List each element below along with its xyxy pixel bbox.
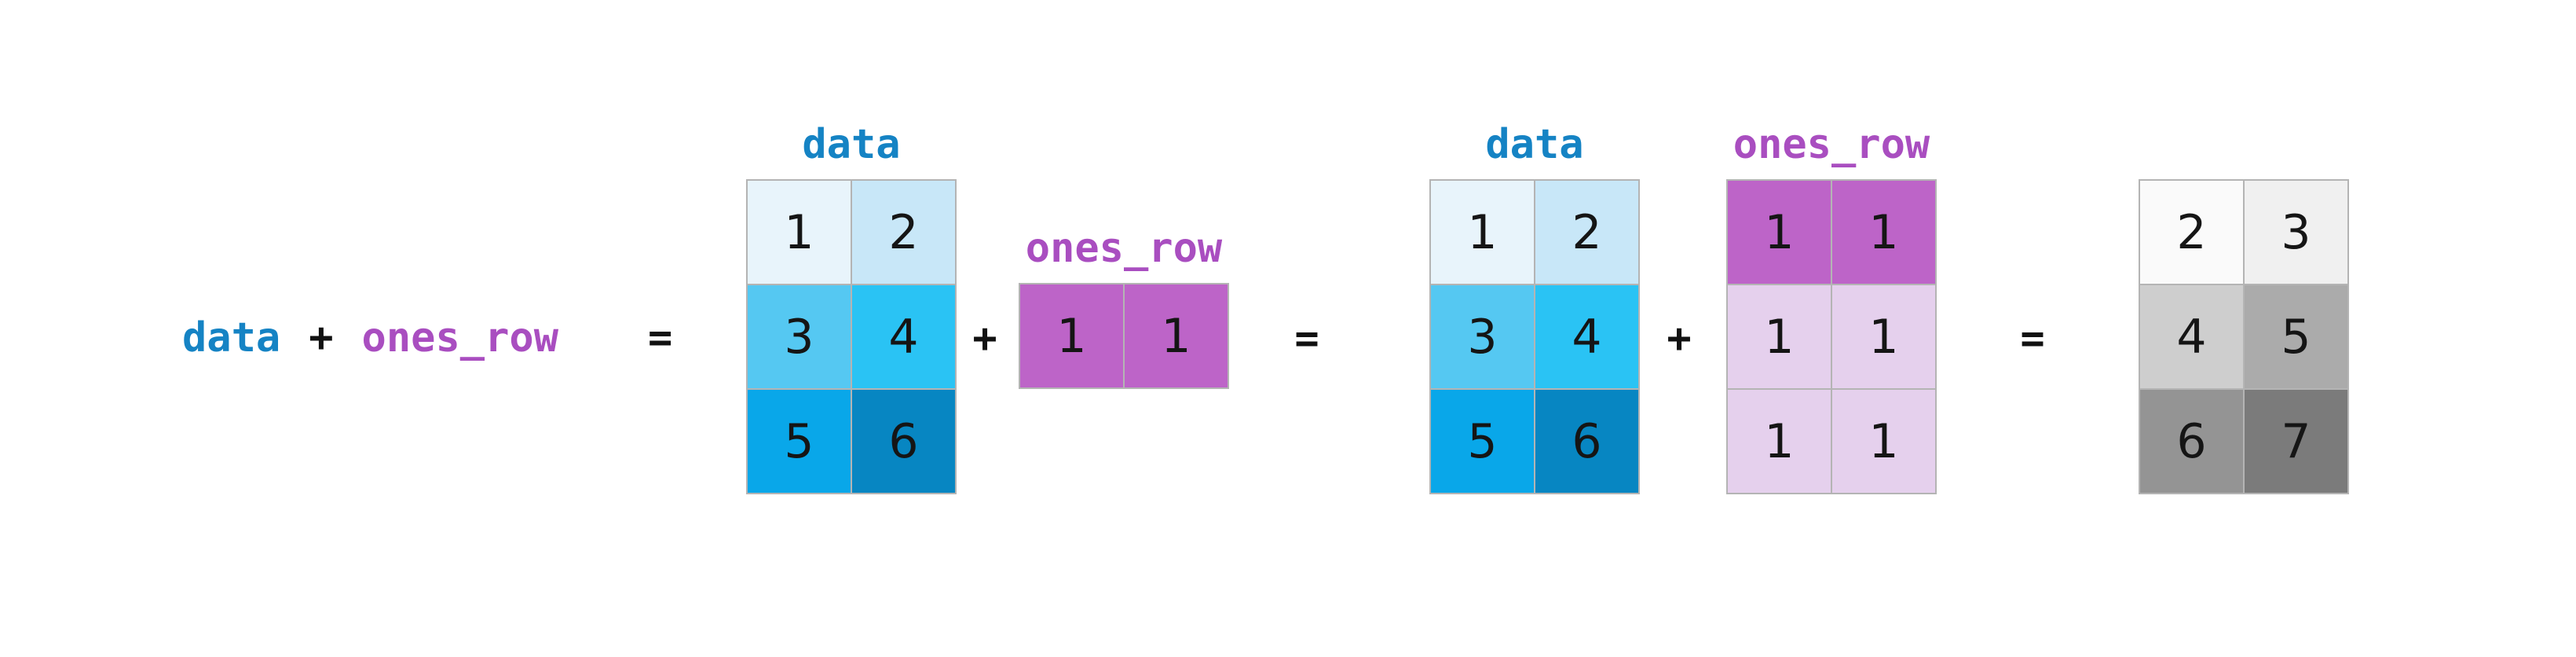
matrix-cell: 2 [2140,181,2243,284]
matrix-cell: 1 [1728,285,1831,388]
matrix-cell: 6 [2140,390,2243,493]
matrix-cell: 4 [852,285,955,388]
matrix-cell: 1 [1832,285,1935,388]
equation-data-label: data [182,314,281,362]
equation-ones-row-label: ones_row [361,314,558,362]
equation: data + ones_row = [182,313,672,363]
matrix-cell: 1 [1125,284,1228,387]
matrix-cell: 5 [2245,285,2347,388]
equals-operator-2: = [2020,315,2045,362]
matrix-block-data-1: data 1 2 3 4 5 6 [746,124,957,494]
matrix-block-data-2: data 1 2 3 4 5 6 [1429,124,1640,494]
matrix-cell: 3 [1431,285,1534,388]
equals-operator-1: = [1294,315,1319,362]
matrix-title-data-1: data [802,121,901,168]
matrix-cell: 6 [1535,390,1638,493]
matrix-cell: 1 [748,181,851,284]
matrix-ones-row-small: 1 1 [1019,283,1229,389]
matrix-block-ones-row-small: ones_row 1 1 [1019,228,1229,389]
matrix-cell: 6 [852,390,955,493]
matrix-cell: 5 [1431,390,1534,493]
equation-plus-operator: + [309,314,334,362]
matrix-title-ones-row-small: ones_row [1025,225,1223,272]
matrix-data-2: 1 2 3 4 5 6 [1429,179,1640,494]
plus-operator-2: + [1667,315,1692,362]
matrix-result: 2 3 4 5 6 7 [2139,179,2349,494]
matrix-cell: 3 [748,285,851,388]
matrix-ones-row-broadcast: 1 1 1 1 1 1 [1726,179,1937,494]
matrix-title-data-2: data [1485,121,1584,168]
matrix-cell: 3 [2245,181,2347,284]
matrix-cell: 5 [748,390,851,493]
matrix-cell: 7 [2245,390,2347,493]
matrix-cell: 2 [1535,181,1638,284]
equation-equals-operator: = [648,314,673,362]
matrix-block-ones-row-broadcast: ones_row 1 1 1 1 1 1 [1726,124,1937,494]
matrix-cell: 1 [1832,390,1935,493]
matrix-cell: 2 [852,181,955,284]
plus-operator-1: + [972,315,997,362]
matrix-cell: 1 [1728,390,1831,493]
matrix-cell: 4 [2140,285,2243,388]
matrix-cell: 4 [1535,285,1638,388]
matrix-cell: 1 [1431,181,1534,284]
matrix-cell: 1 [1832,181,1935,284]
matrix-title-ones-row-broadcast: ones_row [1733,121,1930,168]
matrix-data-1: 1 2 3 4 5 6 [746,179,957,494]
matrix-cell: 1 [1020,284,1123,387]
matrix-block-result: 2 3 4 5 6 7 [2139,179,2349,494]
matrix-cell: 1 [1728,181,1831,284]
